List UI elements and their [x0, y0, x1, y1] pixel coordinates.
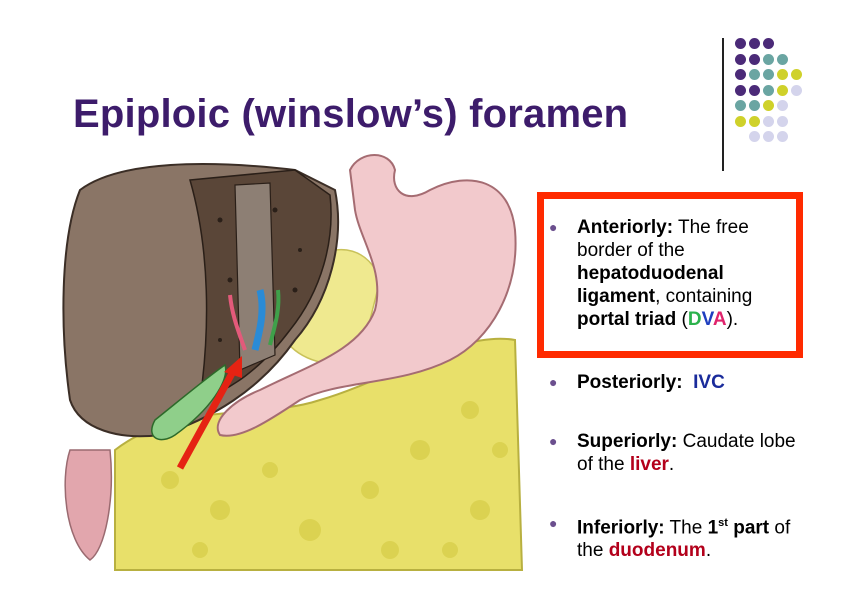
- decorative-dot: [749, 100, 760, 111]
- decorative-dot: [735, 69, 746, 80]
- stomach: [216, 154, 517, 437]
- colon-loop: [64, 449, 113, 561]
- decorative-dot: [777, 53, 788, 65]
- bullet-dot: ●: [549, 515, 558, 531]
- decorative-dot: [749, 38, 760, 49]
- decorative-dot: [749, 69, 760, 80]
- decorative-dot: [749, 53, 760, 65]
- decorative-dot: [763, 38, 774, 49]
- bullet-dot: ●: [549, 374, 558, 390]
- foramen-arrow-head: [224, 356, 242, 378]
- decorative-divider-line: [722, 38, 724, 171]
- decorative-dot: [763, 115, 774, 127]
- decorative-dot: [735, 115, 746, 127]
- portal-vein: [251, 289, 266, 351]
- decorative-dot: [777, 131, 788, 142]
- decorative-dot: [777, 69, 788, 80]
- bullet-dot: ●: [549, 433, 558, 449]
- highlight-box: [537, 192, 803, 358]
- decorative-dot: [763, 84, 774, 96]
- decorative-dot: [777, 100, 788, 111]
- decorative-dot: [791, 84, 802, 96]
- anatomical-illustration: [62, 154, 524, 571]
- bullet-dot: ●: [549, 219, 558, 235]
- decorative-dot: [735, 38, 746, 49]
- decorative-dot: [763, 131, 774, 142]
- slide-title: Epiploic (winslow’s) foramen: [73, 92, 629, 136]
- hepatic-artery: [228, 294, 247, 351]
- decorative-dot: [763, 100, 774, 111]
- decorative-dot: [763, 69, 774, 80]
- decorative-dot: [791, 69, 802, 80]
- foramen-arrow: [176, 366, 239, 470]
- decorative-dot: [749, 84, 760, 96]
- decorative-dot: [777, 84, 788, 96]
- decorative-dot: [763, 53, 774, 65]
- decorative-dot: [735, 100, 746, 111]
- bullet-superior-text: Superiorly: Caudate lobe of the liver.: [577, 431, 796, 475]
- bullet-posterior-text: Posteriorly: IVC: [577, 372, 725, 393]
- bullet-anterior-text: Anteriorly: The free border of the hepat…: [577, 217, 753, 330]
- bile-duct: [268, 289, 281, 346]
- decorative-dot: [735, 53, 746, 65]
- decorative-dot: [749, 115, 760, 127]
- caudate-lobe-section: [234, 182, 276, 371]
- decorative-dot: [749, 131, 760, 142]
- bullet-inferior-text: Inferiorly: The 1st part of the duodenum…: [577, 517, 791, 562]
- decorative-dot: [777, 115, 788, 127]
- decorative-dot: [735, 84, 746, 96]
